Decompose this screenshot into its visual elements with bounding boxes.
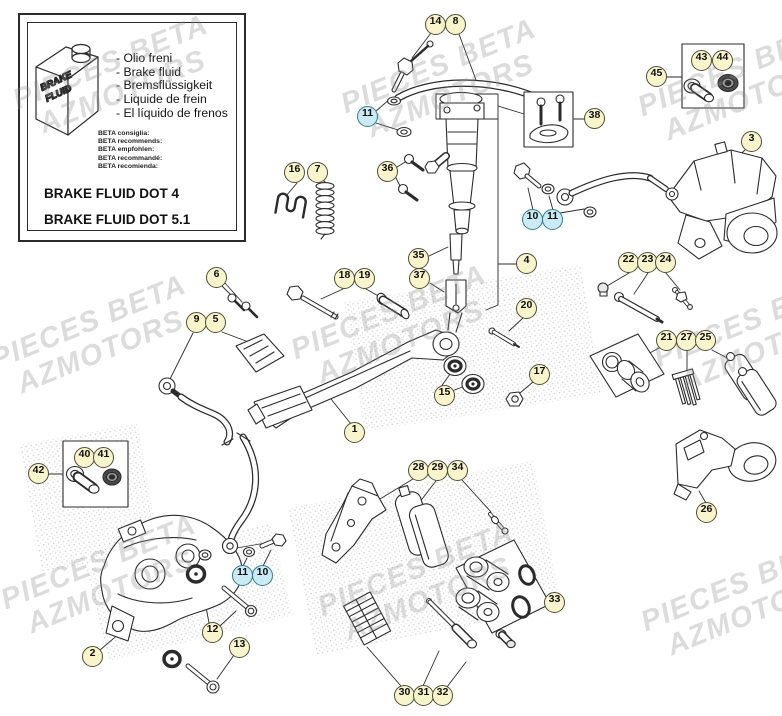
callout-27: 27 <box>676 330 697 351</box>
callout-10: 10 <box>522 209 543 230</box>
callout-10: 10 <box>252 565 273 586</box>
callout-37: 37 <box>409 268 430 289</box>
list-item: - Bremsflüssigkeit <box>116 78 213 93</box>
callout-1: 1 <box>344 422 365 443</box>
callout-20: 20 <box>516 298 537 319</box>
recommendation-list: BETA consiglia:BETA recommends:BETA empf… <box>98 130 162 171</box>
callout-45: 45 <box>646 66 667 87</box>
callout-30: 30 <box>394 685 415 706</box>
callout-6: 6 <box>206 267 227 288</box>
caliper-bracket <box>673 429 777 501</box>
callout-26: 26 <box>696 502 717 523</box>
clevis-pin <box>488 327 520 348</box>
callout-9: 9 <box>186 312 207 333</box>
pad-spring <box>342 591 392 646</box>
pad-clip <box>671 368 701 406</box>
callout-32: 32 <box>432 685 453 706</box>
info-box-inner-frame: BRAKE FLUID - Olio freni- Brake fluid- B… <box>27 22 237 231</box>
brake-fluid-bottle-icon: BRAKE FLUID <box>35 43 99 136</box>
callout-7: 7 <box>307 162 328 183</box>
list-item: BETA recommends: <box>98 138 163 146</box>
lower-hose <box>158 377 234 446</box>
pad-pin <box>425 597 478 649</box>
callout-8: 8 <box>445 14 466 35</box>
callout-11: 11 <box>232 565 253 586</box>
callout-22: 22 <box>618 252 639 273</box>
dot4-label: BRAKE FLUID DOT 4 <box>44 186 179 201</box>
callout-44: 44 <box>712 50 733 71</box>
clamp-kit-box <box>523 91 574 148</box>
callout-24: 24 <box>655 252 676 273</box>
callout-14: 14 <box>425 14 446 35</box>
pushrod <box>445 233 467 333</box>
callout-40: 40 <box>74 447 95 468</box>
fluid-name-list: - Olio freni- Brake fluid- Bremsflüssigk… <box>116 51 228 121</box>
front-brake-pads <box>394 484 449 568</box>
pivot-sleeve <box>376 292 410 320</box>
callout-15: 15 <box>434 385 455 406</box>
piston-kit-box-front <box>455 539 551 634</box>
callout-31: 31 <box>413 685 434 706</box>
master-cylinder-bolts <box>397 153 425 202</box>
front-caliper <box>100 514 243 642</box>
dot51-label: BRAKE FLUID DOT 5.1 <box>44 212 191 227</box>
callout-41: 41 <box>93 447 114 468</box>
pin-and-bleeder <box>597 282 693 324</box>
callout-5: 5 <box>205 312 226 333</box>
callout-21: 21 <box>656 330 677 351</box>
bushing-kit-box-bottom <box>62 440 129 508</box>
pin-cap <box>495 629 516 649</box>
list-item: - El líquido de frenos <box>116 105 228 120</box>
callout-28: 28 <box>408 460 429 481</box>
list-item: BETA consiglia: <box>98 130 150 137</box>
lever-screws <box>227 293 259 319</box>
callout-38: 38 <box>584 108 605 129</box>
callout-11: 11 <box>542 209 563 230</box>
callout-34: 34 <box>447 460 468 481</box>
caliper-hose <box>513 162 679 218</box>
caliper-bolts-seals <box>162 564 258 694</box>
callout-25: 25 <box>695 330 716 351</box>
list-item: BETA empfohlen: <box>98 146 155 154</box>
rear-master-cylinder <box>424 91 485 235</box>
rear-caliper <box>667 141 778 260</box>
rubber-boot <box>235 333 285 373</box>
piston-kit-box <box>589 333 665 398</box>
brake-pedal <box>247 329 460 429</box>
front-brake-hose <box>198 432 287 561</box>
return-spring <box>315 172 335 240</box>
spring-clip <box>274 192 307 219</box>
callout-12: 12 <box>202 622 223 643</box>
list-item: BETA recomienda: <box>98 162 159 170</box>
list-item: - Olio freni <box>116 51 173 65</box>
callout-42: 42 <box>28 463 49 484</box>
callout-33: 33 <box>544 592 565 613</box>
callout-13: 13 <box>229 637 250 658</box>
list-item: - Brake fluid <box>116 64 182 79</box>
callout-4: 4 <box>516 253 537 274</box>
callout-2: 2 <box>82 646 103 667</box>
pivot-nut <box>505 391 524 407</box>
brake-fluid-info-box: BRAKE FLUID - Olio freni- Brake fluid- B… <box>18 13 246 242</box>
pivot-seals <box>443 355 485 395</box>
pad-holder <box>321 478 387 564</box>
callout-19: 19 <box>354 268 375 289</box>
callout-43: 43 <box>691 50 712 71</box>
callout-29: 29 <box>427 460 448 481</box>
callout-3: 3 <box>741 131 762 152</box>
callout-36: 36 <box>377 161 398 182</box>
list-item: - Liquide de frein <box>116 92 207 107</box>
callout-35: 35 <box>408 248 429 269</box>
callout-11: 11 <box>357 106 378 127</box>
brake-switch-banjo <box>386 40 434 138</box>
callout-18: 18 <box>334 268 355 289</box>
pad-pin-small <box>488 512 509 535</box>
list-item: BETA recommandé: <box>98 154 163 162</box>
callout-17: 17 <box>529 364 550 385</box>
pivot-bolt <box>286 285 339 320</box>
callout-16: 16 <box>284 162 305 183</box>
rear-brake-pads <box>724 352 777 416</box>
